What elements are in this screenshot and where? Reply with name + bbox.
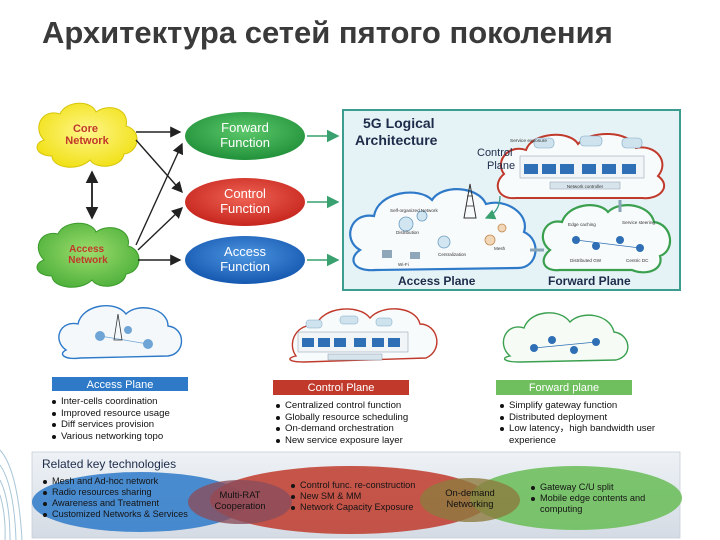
svg-text:Forward plane: Forward plane [529,382,599,394]
forward-plane-bullets: Simplify gateway function Distributed de… [498,400,676,446]
control-tech-list: Control func. re-construction New SM & M… [290,480,460,513]
forward-tech-list: Gateway C/U split Mobile edge contents a… [530,482,670,515]
control-bullet: New service exposure layer [274,435,464,447]
svg-text:Wi-Fi: Wi-Fi [398,262,409,267]
control-bullet: On-demand orchestration [274,423,464,435]
svg-text:Mesh: Mesh [494,246,506,251]
forward-plane-cloud: Edge caching Service steering Distribute… [541,204,671,288]
core-network-label-line1: Core [73,123,98,135]
tech-item: Mobile edge contents and computing [530,493,670,515]
control-tech-ellipse [210,466,490,534]
function-arrows [135,126,184,266]
svg-text:Access Network: Access Network [68,244,108,266]
access-bullet: Diff services provision [50,419,230,431]
svg-text:Edge caching: Edge caching [568,222,596,227]
svg-text:Access Plane: Access Plane [398,274,476,288]
access-plane-bullets: Inter-cells coordination Improved resour… [50,396,230,442]
architecture-arrows [307,129,340,267]
access-bullet: Various networking topo [50,431,230,443]
svg-text:Centric DC: Centric DC [626,258,649,263]
tech-item: Radio resources sharing [42,487,232,498]
svg-text:Forward Plane: Forward Plane [548,274,631,288]
tech-item: Mesh and Ad-hoc network [42,476,232,487]
svg-text:Service steering: Service steering [622,220,655,225]
svg-text:Distributed GW: Distributed GW [570,258,602,263]
tech-item: New SM & MM [290,491,460,502]
tech-item: Gateway C/U split [530,482,670,493]
access-tech-ellipse [32,472,248,532]
svg-text:Related key technologies: Related key technologies [42,457,176,471]
svg-text:Service exposure: Service exposure [510,138,547,144]
slide-title: Архитектура сетей пятого поколения [42,12,642,54]
slide-title-text: Архитектура сетей пятого поколения [42,15,613,50]
tech-item: Awareness and Treatment [42,498,232,509]
forward-bullet: Low latency，high bandwidth user experien… [498,423,676,446]
access-tech-list: Mesh and Ad-hoc network Radio resources … [42,476,232,520]
control-bullet: Globally resource scheduling [274,412,464,424]
decorative-corner-lines [0,449,23,540]
svg-text:Network controller: Network controller [567,184,604,189]
core-network-label-line2: Network [65,135,109,147]
forward-bullet: Simplify gateway function [498,400,676,412]
svg-text:Core Network: Core Network [65,123,109,147]
forward-plane-illustration: Forward plane [496,312,632,395]
control-plane-illustration: Control Plane [273,308,438,395]
svg-text:Centralization: Centralization [438,252,467,257]
access-bullet: Inter-cells coordination [50,396,230,408]
control-plane-label-bar [273,380,409,395]
svg-text:Distribution: Distribution [396,230,419,235]
access-network-cloud: Access Network [36,222,140,288]
tech-item: Customized Networks & Services [42,509,232,520]
forward-bullet: Distributed deployment [498,412,676,424]
tech-item: Network Capacity Exposure [290,502,460,513]
control-plane-cloud: Network controller Service exposure Cont… [477,132,665,200]
access-plane-cloud: Self-organized Network Distribution Cent… [349,183,537,288]
access-plane-illustration: Access Plane [52,305,188,391]
forward-tech-ellipse [470,466,682,530]
svg-text:Self-organized Network: Self-organized Network [390,208,438,213]
svg-text:Control Plane: Control Plane [308,382,375,394]
core-network-cloud: Core Network [36,102,138,168]
access-bullet: Improved resource usage [50,408,230,420]
svg-text:Access Plane: Access Plane [87,379,154,391]
control-bullet: Centralized control function [274,400,464,412]
tech-item: Control func. re-construction [290,480,460,491]
access-plane-label-bar [52,377,188,391]
forward-plane-label-bar [496,380,632,395]
control-plane-bullets: Centralized control function Globally re… [274,400,464,446]
